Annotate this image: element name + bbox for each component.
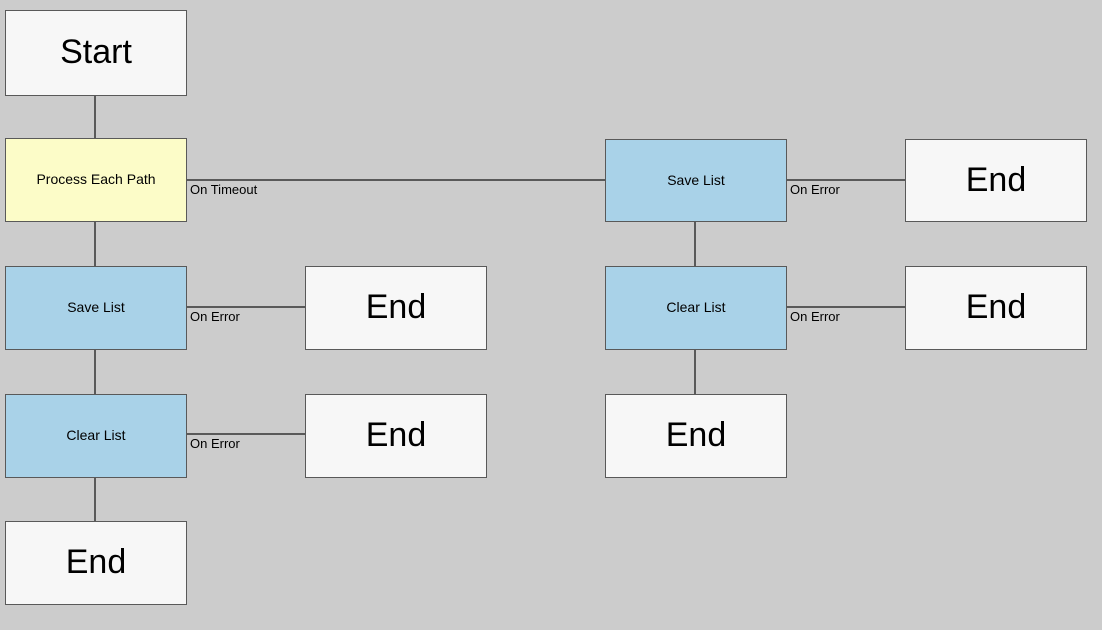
node-clear-list-right[interactable]: Clear List [605,266,787,350]
node-label: End [965,160,1027,199]
connector-save-right-to-clear-right [694,222,696,266]
node-label: Clear List [66,427,126,444]
connector-save-left-to-clear-left [94,350,96,394]
node-label: End [365,416,427,455]
node-label: End [65,543,127,582]
node-label: End [965,288,1027,327]
node-label: Clear List [666,299,726,316]
node-label: Start [60,33,132,72]
node-start[interactable]: Start [5,10,187,96]
connector-clear-right-error-to-end-far [787,306,905,308]
node-end-far-lower[interactable]: End [905,266,1087,350]
connector-clear-left-to-end-left [94,478,96,521]
edge-label-label-on-error-save-left: On Error [190,309,240,324]
connector-save-left-error-to-end-mid [187,306,305,308]
node-end-left-bottom[interactable]: End [5,521,187,605]
connector-start-to-process [94,96,96,138]
connector-process-timeout-to-save-right [187,179,605,181]
node-label: End [365,288,427,327]
node-process-each-path[interactable]: Process Each Path [5,138,187,222]
connector-clear-right-to-end-right [694,350,696,394]
edge-label-label-on-error-clear-right: On Error [790,309,840,324]
node-clear-list-left[interactable]: Clear List [5,394,187,478]
connector-clear-left-error-to-end-mid [187,433,305,435]
node-end-far-upper[interactable]: End [905,139,1087,222]
connector-process-to-save-left [94,222,96,266]
node-label: Process Each Path [36,171,156,188]
node-label: End [665,416,727,455]
node-save-list-right[interactable]: Save List [605,139,787,222]
edge-label-label-on-timeout: On Timeout [190,182,258,197]
connector-save-right-error-to-end-far [787,179,905,181]
node-end-right-bottom[interactable]: End [605,394,787,478]
node-label: Save List [67,299,125,316]
edge-label-label-on-error-save-right: On Error [790,182,840,197]
node-end-mid-upper[interactable]: End [305,266,487,350]
node-save-list-left[interactable]: Save List [5,266,187,350]
edge-label-label-on-error-clear-left: On Error [190,436,240,451]
node-end-mid-lower[interactable]: End [305,394,487,478]
node-label: Save List [667,171,725,188]
